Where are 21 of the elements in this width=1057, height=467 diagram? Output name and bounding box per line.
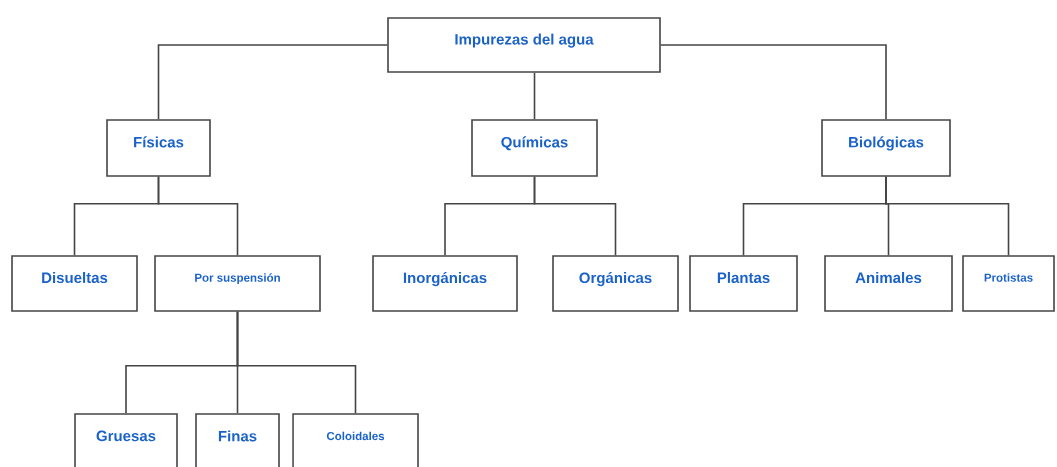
category-box: Químicas — [471, 119, 598, 177]
connector-line — [533, 72, 536, 120]
category-box: Gruesas — [74, 413, 178, 467]
category-box: Finas — [195, 413, 280, 467]
category-box: Impurezas del agua — [387, 17, 661, 73]
connector-line — [157, 176, 239, 256]
category-box: Inorgánicas — [372, 255, 518, 312]
category-box: Plantas — [689, 255, 798, 312]
category-box: Por suspensión — [154, 255, 321, 312]
category-box: Animales — [824, 255, 953, 312]
category-box: Físicas — [106, 119, 211, 177]
category-box: Coloidales — [292, 413, 419, 467]
connector-line — [660, 44, 887, 120]
connector-line — [885, 176, 1010, 256]
category-box: Disueltas — [11, 255, 138, 312]
category-box: Protistas — [962, 255, 1055, 312]
connector-line — [236, 311, 357, 414]
connector-line — [157, 44, 388, 120]
category-box: Biológicas — [821, 119, 951, 177]
connector-line — [533, 176, 617, 256]
category-box: Orgánicas — [552, 255, 679, 312]
